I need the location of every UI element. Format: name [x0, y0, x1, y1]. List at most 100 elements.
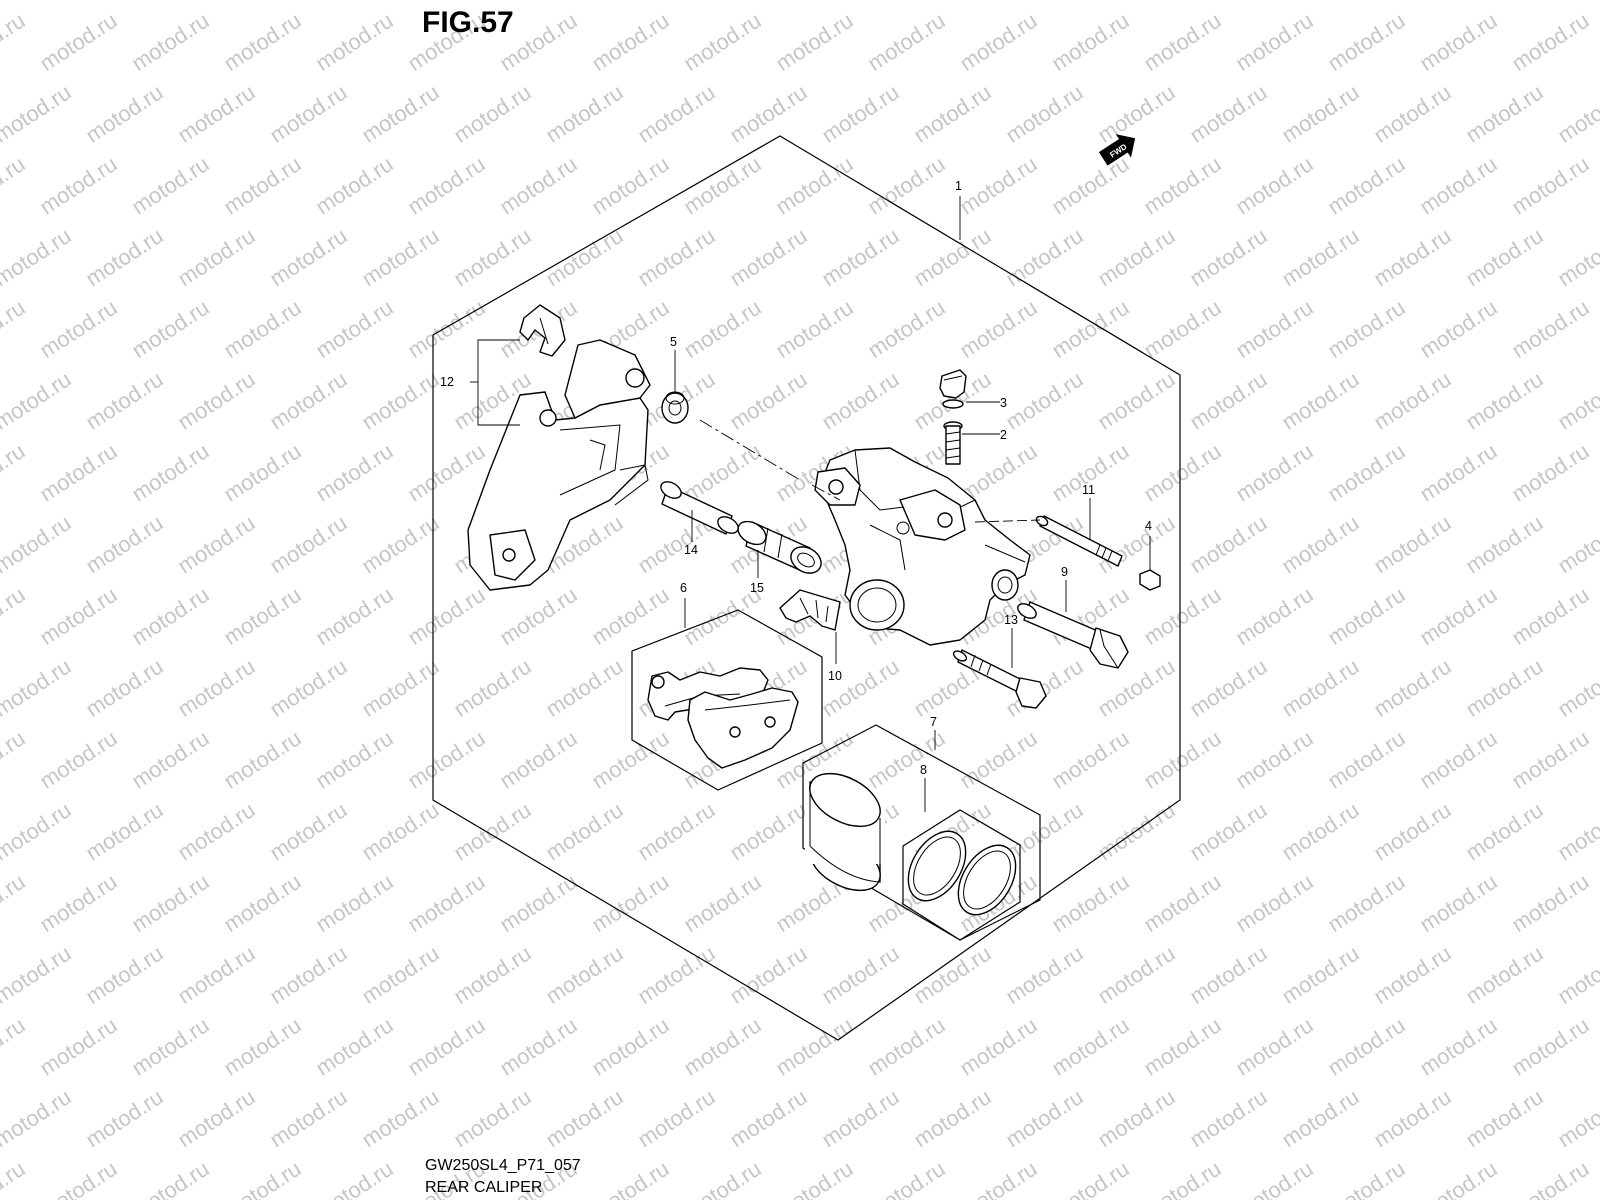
watermark-text: motod.ru	[679, 869, 765, 937]
watermark-text: motod.ru	[955, 8, 1041, 76]
pad-spring-clip	[519, 304, 566, 357]
watermark-text: motod.ru	[1001, 1084, 1087, 1152]
bleeder-cap	[939, 369, 967, 409]
watermark-text: motod.ru	[725, 366, 811, 434]
seal-set-box	[902, 809, 1021, 941]
watermark-text: motod.ru	[81, 797, 167, 865]
watermark-text: motod.ru	[81, 654, 167, 722]
watermark-text: motod.ru	[311, 1156, 397, 1200]
watermark-text: motod.ru	[219, 295, 305, 363]
watermark-text: motod.ru	[1231, 869, 1317, 937]
brake-pad-set	[647, 667, 799, 769]
watermark-text: motod.ru	[955, 725, 1041, 793]
caliper-boot	[737, 520, 822, 574]
watermark-text: motod.ru	[35, 869, 121, 937]
figure-code: GW250SL4_P71_057	[425, 1157, 581, 1174]
callout-2: 2	[1000, 428, 1007, 442]
brake-pad-set-box	[631, 609, 823, 791]
watermark-text: motod.ru	[1507, 438, 1593, 506]
fwd-arrow-icon: FWD	[1098, 134, 1136, 166]
watermark-text: motod.ru	[1231, 725, 1317, 793]
watermark-text: motod.ru	[1185, 223, 1271, 291]
watermark-text: motod.ru	[35, 725, 121, 793]
watermark-text: motod.ru	[495, 1012, 581, 1080]
callout-numbers: 1 2 3 4 5 6 7 8 9 10 11 12 13 14 15	[440, 179, 1152, 777]
watermark-text: motod.ru	[1093, 0, 1179, 4]
watermark-text: motod.ru	[0, 797, 76, 865]
watermark-text: motod.ru	[265, 366, 351, 434]
watermark-text: motod.ru	[357, 366, 443, 434]
watermark-text: motod.ru	[1553, 0, 1600, 4]
watermark-text: motod.ru	[1231, 1012, 1317, 1080]
watermark-text: motod.ru	[1047, 869, 1133, 937]
watermark-text: motod.ru	[1507, 151, 1593, 219]
watermark-text: motod.ru	[1185, 941, 1271, 1009]
watermark-text: motod.ru	[1461, 941, 1547, 1009]
callout-1: 1	[955, 179, 962, 193]
assembly-frame	[432, 135, 1181, 1041]
watermark-text: motod.ru	[357, 654, 443, 722]
watermark-text: motod.ru	[1415, 725, 1501, 793]
watermark-text: motod.ru	[0, 941, 76, 1009]
watermark-text: motod.ru	[1139, 1156, 1225, 1200]
callout-8: 8	[920, 763, 927, 777]
watermark-text: motod.ru	[1185, 79, 1271, 147]
watermark-text: motod.ru	[0, 1156, 30, 1200]
watermark-text: motod.ru	[265, 79, 351, 147]
watermark-text: motod.ru	[1461, 0, 1547, 4]
watermark-text: motod.ru	[633, 223, 719, 291]
callout-12: 12	[440, 375, 454, 389]
watermark-text: motod.ru	[1231, 8, 1317, 76]
watermark-text: motod.ru	[1415, 438, 1501, 506]
watermark-text: motod.ru	[541, 654, 627, 722]
watermark-text: motod.ru	[1277, 941, 1363, 1009]
watermark-text: motod.ru	[1185, 510, 1271, 578]
watermark-text: motod.ru	[1001, 0, 1087, 4]
watermark-text: motod.ru	[1323, 8, 1409, 76]
watermark-text: motod.ru	[909, 0, 995, 4]
watermark-text: motod.ru	[863, 295, 949, 363]
watermark-text: motod.ru	[81, 1084, 167, 1152]
watermark-text: motod.ru	[771, 1156, 857, 1200]
watermark-text: motod.ru	[1553, 654, 1600, 722]
watermark-text: motod.ru	[1277, 79, 1363, 147]
watermark-text: motod.ru	[311, 151, 397, 219]
watermark-text: motod.ru	[1231, 438, 1317, 506]
watermark-text: motod.ru	[1277, 1084, 1363, 1152]
watermark-text: motod.ru	[1507, 725, 1593, 793]
watermark-text: motod.ru	[1139, 582, 1225, 650]
watermark-text: motod.ru	[311, 1012, 397, 1080]
watermark-text: motod.ru	[449, 1084, 535, 1152]
watermark-text: motod.ru	[265, 223, 351, 291]
watermark-text: motod.ru	[817, 366, 903, 434]
watermark-text: motod.ru	[1001, 941, 1087, 1009]
watermark-text: motod.ru	[1553, 79, 1600, 147]
watermark-text: motod.ru	[219, 582, 305, 650]
watermark-text: motod.ru	[173, 0, 259, 4]
watermark-text: motod.ru	[1369, 366, 1455, 434]
callout-4: 4	[1145, 519, 1152, 533]
watermark-text: motod.ru	[265, 797, 351, 865]
watermark-text: motod.ru	[1323, 1012, 1409, 1080]
watermark-text: motod.ru	[265, 654, 351, 722]
callout-10: 10	[828, 669, 842, 683]
watermark-text: motod.ru	[311, 8, 397, 76]
leader-lines	[470, 196, 1151, 812]
watermark-text: motod.ru	[311, 725, 397, 793]
watermark-text: motod.ru	[81, 223, 167, 291]
watermark-text: motod.ru	[1553, 510, 1600, 578]
callout-5: 5	[670, 335, 677, 349]
pin-sleeve	[660, 481, 739, 535]
watermark-text: motod.ru	[0, 510, 76, 578]
watermark-text: motod.ru	[771, 1012, 857, 1080]
watermark-text: motod.ru	[817, 941, 903, 1009]
watermark-text: motod.ru	[1507, 295, 1593, 363]
watermark-text: motod.ru	[1093, 79, 1179, 147]
watermark-text: motod.ru	[219, 8, 305, 76]
watermark-text: motod.ru	[449, 654, 535, 722]
watermark-text: motod.ru	[1323, 1156, 1409, 1200]
watermark-text: motod.ru	[541, 941, 627, 1009]
watermark-text: motod.ru	[35, 438, 121, 506]
watermark-text: motod.ru	[173, 510, 259, 578]
watermark-text: motod.ru	[173, 654, 259, 722]
